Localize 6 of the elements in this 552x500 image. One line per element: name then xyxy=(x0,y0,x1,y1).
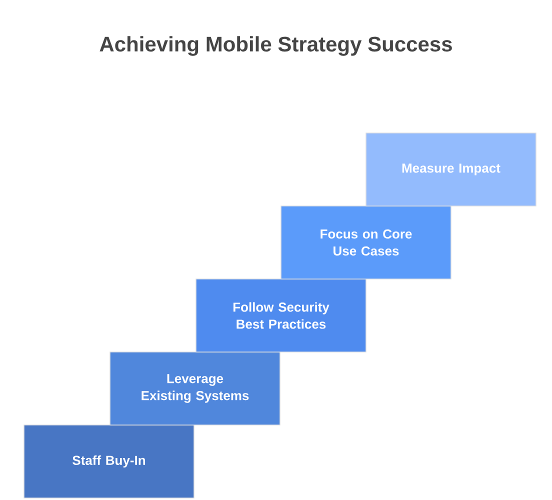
step-box: Follow Security Best Practices xyxy=(196,278,366,352)
step-box: Leverage Existing Systems xyxy=(110,352,280,426)
title: Achieving Mobile Strategy Success xyxy=(100,36,452,56)
step-box: Staff Buy-In xyxy=(24,424,194,498)
step-box: Measure Impact xyxy=(366,132,536,206)
step-box: Focus on Core Use Cases xyxy=(280,206,452,280)
